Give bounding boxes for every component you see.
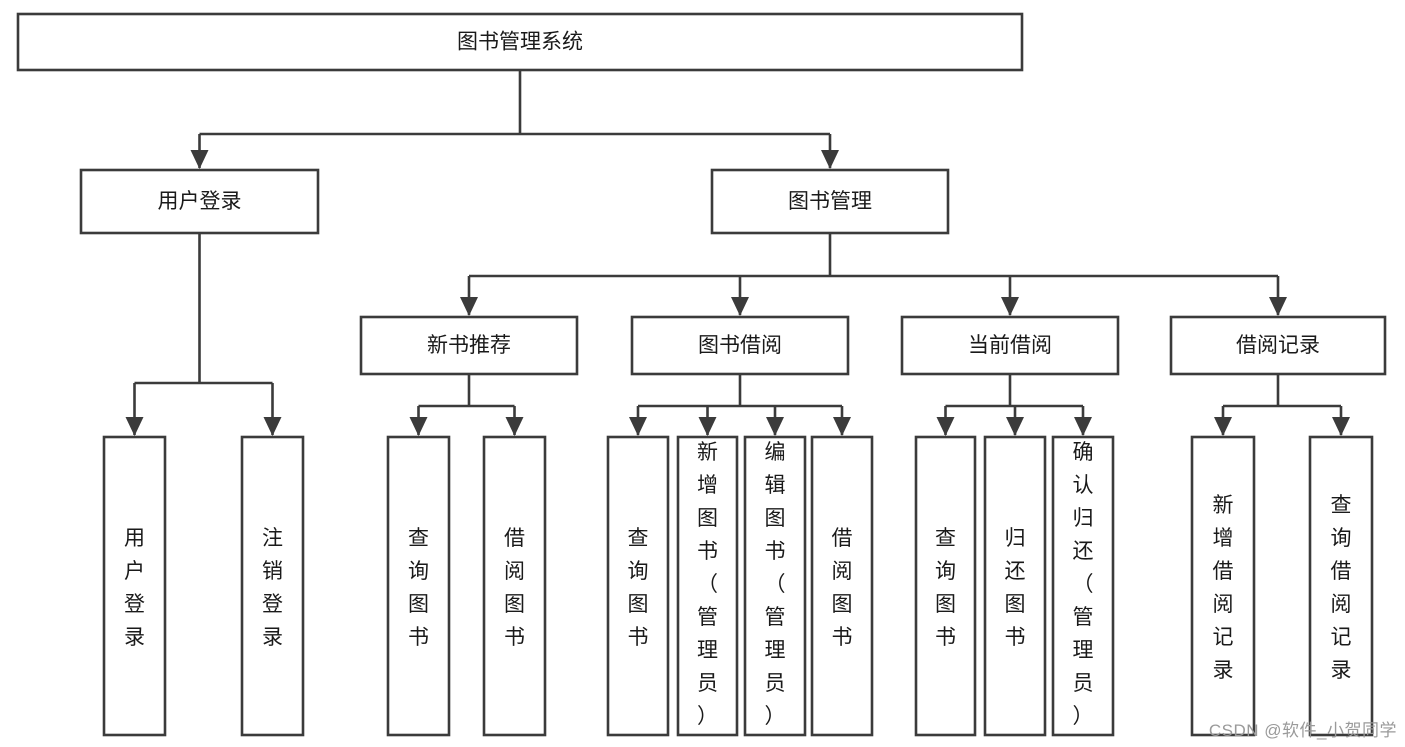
- node-box-leaf-user-login: [102, 435, 167, 737]
- node-leaf-query-book-3[interactable]: 查询图书: [914, 435, 977, 737]
- node-box-root: [16, 12, 1024, 72]
- nodes-layer: 图书管理系统用户登录图书管理新书推荐图书借阅当前借阅借阅记录用户登录注销登录查询…: [16, 12, 1387, 737]
- node-label-user-login: 用户登录: [158, 190, 242, 213]
- node-label-leaf-query-borrow-record: 查询借阅记录: [1331, 494, 1352, 682]
- node-leaf-user-login[interactable]: 用户登录: [102, 435, 167, 737]
- node-user-login[interactable]: 用户登录: [79, 168, 320, 235]
- arrow-head-leaf-borrow-book-1: [505, 417, 524, 436]
- arrow-head-leaf-user-login: [125, 417, 144, 436]
- node-label-root: 图书管理系统: [457, 31, 583, 54]
- node-leaf-add-book-admin[interactable]: 新增图书（管理员）: [676, 435, 739, 737]
- node-label-leaf-confirm-return-admin: 确认归还（管理员）: [1073, 441, 1094, 728]
- node-label-leaf-user-login: 用户登录: [124, 527, 145, 649]
- node-leaf-borrow-book-1[interactable]: 借阅图书: [482, 435, 547, 737]
- arrow-head-leaf-return-book: [1006, 417, 1024, 436]
- node-label-leaf-query-book-1: 查询图书: [408, 527, 429, 649]
- arrow-head-leaf-user-logout: [263, 417, 282, 436]
- node-book-manage[interactable]: 图书管理: [710, 168, 950, 235]
- node-box-leaf-borrow-book-1: [482, 435, 547, 737]
- node-leaf-edit-book-admin[interactable]: 编辑图书（管理员）: [743, 435, 807, 737]
- node-box-leaf-query-book-1: [386, 435, 451, 737]
- node-label-book-borrow: 图书借阅: [698, 334, 782, 357]
- node-box-leaf-edit-book-admin: [743, 435, 807, 737]
- node-label-leaf-borrow-book-1: 借阅图书: [504, 527, 525, 649]
- node-box-book-manage: [710, 168, 950, 235]
- node-label-leaf-query-book-3: 查询图书: [935, 527, 956, 649]
- node-box-leaf-add-borrow-record: [1190, 435, 1256, 737]
- node-leaf-query-book-2[interactable]: 查询图书: [606, 435, 670, 737]
- arrow-head-book-borrow: [731, 297, 749, 316]
- node-leaf-query-book-1[interactable]: 查询图书: [386, 435, 451, 737]
- node-label-leaf-return-book: 归还图书: [1005, 527, 1026, 649]
- node-box-leaf-query-book-2: [606, 435, 670, 737]
- node-box-current-borrow: [900, 315, 1120, 376]
- node-box-leaf-borrow-book-2: [810, 435, 874, 737]
- node-leaf-confirm-return-admin[interactable]: 确认归还（管理员）: [1051, 435, 1115, 737]
- node-root[interactable]: 图书管理系统: [16, 12, 1024, 72]
- node-box-leaf-add-book-admin: [676, 435, 739, 737]
- node-label-borrow-record: 借阅记录: [1236, 334, 1320, 357]
- node-box-leaf-confirm-return-admin: [1051, 435, 1115, 737]
- node-leaf-return-book[interactable]: 归还图书: [983, 435, 1047, 737]
- node-box-user-login: [79, 168, 320, 235]
- node-book-borrow[interactable]: 图书借阅: [630, 315, 850, 376]
- connectors-layer: [125, 70, 1350, 436]
- node-box-leaf-query-book-3: [914, 435, 977, 737]
- node-label-leaf-borrow-book-2: 借阅图书: [832, 527, 853, 649]
- arrow-head-current-borrow: [1001, 297, 1019, 316]
- arrow-head-new-book-recommend: [460, 297, 478, 316]
- node-label-leaf-add-book-admin: 新增图书（管理员）: [697, 441, 718, 728]
- node-label-leaf-user-logout: 注销登录: [262, 527, 283, 649]
- node-box-new-book-recommend: [359, 315, 579, 376]
- node-leaf-borrow-book-2[interactable]: 借阅图书: [810, 435, 874, 737]
- arrow-head-leaf-query-book-2: [629, 417, 647, 436]
- arrow-head-leaf-query-book-3: [936, 417, 955, 436]
- node-label-book-manage: 图书管理: [788, 190, 872, 213]
- node-leaf-query-borrow-record[interactable]: 查询借阅记录: [1308, 435, 1374, 737]
- arrow-head-leaf-add-borrow-record: [1214, 417, 1232, 436]
- node-leaf-user-logout[interactable]: 注销登录: [240, 435, 305, 737]
- node-box-leaf-query-borrow-record: [1308, 435, 1374, 737]
- arrow-head-leaf-edit-book-admin: [766, 417, 784, 436]
- arrow-head-user-login: [190, 150, 209, 169]
- node-label-leaf-query-book-2: 查询图书: [628, 527, 649, 649]
- node-label-new-book-recommend: 新书推荐: [427, 334, 511, 357]
- node-label-leaf-edit-book-admin: 编辑图书（管理员）: [765, 441, 786, 728]
- node-label-current-borrow: 当前借阅: [968, 334, 1052, 357]
- arrow-head-book-manage: [821, 150, 839, 169]
- csdn-watermark: CSDN @软件_小贺同学: [1208, 721, 1397, 740]
- node-box-borrow-record: [1169, 315, 1387, 376]
- node-label-leaf-add-borrow-record: 新增借阅记录: [1213, 494, 1234, 682]
- arrow-head-leaf-query-book-1: [409, 417, 428, 436]
- arrow-head-leaf-query-borrow-record: [1332, 417, 1350, 436]
- node-leaf-add-borrow-record[interactable]: 新增借阅记录: [1190, 435, 1256, 737]
- node-box-leaf-return-book: [983, 435, 1047, 737]
- node-box-leaf-user-logout: [240, 435, 305, 737]
- arrow-head-leaf-borrow-book-2: [833, 417, 851, 436]
- arrow-head-borrow-record: [1269, 297, 1287, 316]
- node-new-book-recommend[interactable]: 新书推荐: [359, 315, 579, 376]
- arrow-head-leaf-add-book-admin: [698, 417, 717, 436]
- node-current-borrow[interactable]: 当前借阅: [900, 315, 1120, 376]
- arrow-head-leaf-confirm-return-admin: [1074, 417, 1092, 436]
- node-box-book-borrow: [630, 315, 850, 376]
- node-borrow-record[interactable]: 借阅记录: [1169, 315, 1387, 376]
